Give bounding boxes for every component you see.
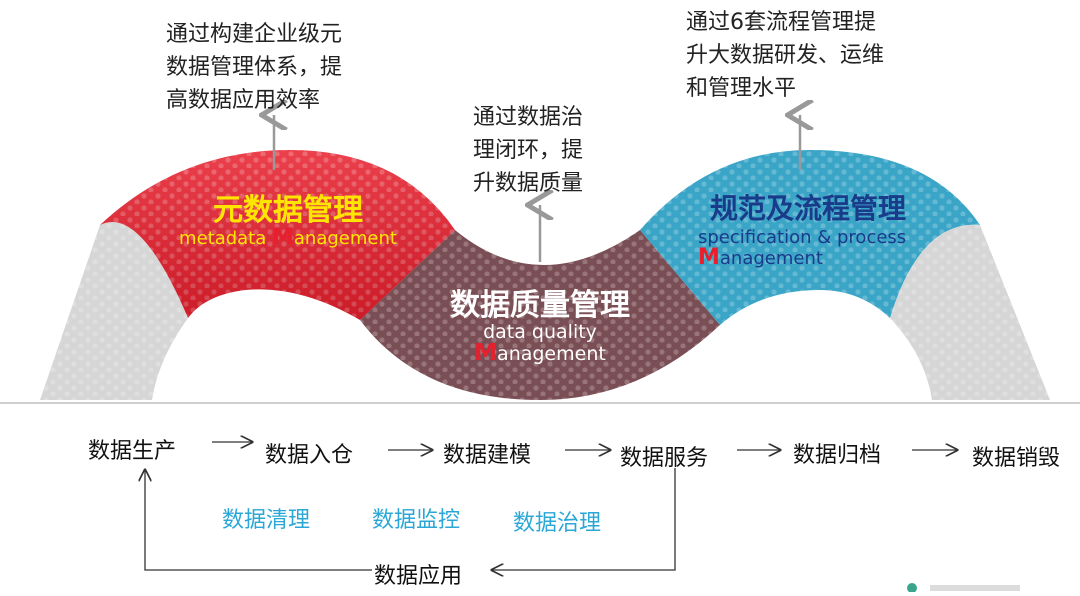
lifecycle-step-modeling: 数据建模 bbox=[443, 443, 532, 468]
lifecycle-step-archiving: 数据归档 bbox=[793, 443, 882, 468]
process-subtitle-line1: specification & process bbox=[698, 227, 906, 248]
metadata-title: 元数据管理 bbox=[213, 193, 363, 228]
activity-governance: 数据治理 bbox=[513, 511, 602, 536]
quality-accent-m: M bbox=[474, 340, 497, 366]
lifecycle-step-production: 数据生产 bbox=[88, 439, 177, 464]
activity-monitoring: 数据监控 bbox=[372, 508, 461, 533]
quality-subtitle-line2: Management bbox=[474, 340, 606, 366]
lifecycle-step-warehousing: 数据入仓 bbox=[265, 443, 354, 468]
metadata-subtitle: metadata Management bbox=[179, 225, 397, 250]
watermark-logo bbox=[907, 583, 1020, 593]
feedback-loop-left bbox=[145, 470, 372, 571]
quality-title: 数据质量管理 bbox=[450, 288, 630, 323]
process-note: 通过6套流程管理提 升大数据研发、运维 和管理水平 bbox=[686, 10, 885, 101]
quality-subtitle-line1: data quality bbox=[483, 321, 597, 343]
feedback-label: 数据应用 bbox=[374, 564, 463, 589]
quality-note: 通过数据治 理闭环，提 升数据质量 bbox=[473, 105, 584, 196]
lifecycle-step-destruction: 数据销毁 bbox=[972, 446, 1061, 471]
metadata-note: 通过构建企业级元 数据管理体系，提 高数据应用效率 bbox=[166, 22, 343, 113]
lifecycle-step-service: 数据服务 bbox=[620, 446, 709, 471]
feedback-loop-right bbox=[492, 468, 676, 570]
process-title: 规范及流程管理 bbox=[710, 192, 906, 225]
activity-cleaning: 数据清理 bbox=[222, 508, 311, 533]
process-subtitle-line2: Management bbox=[698, 245, 823, 270]
process-accent-m: M bbox=[698, 245, 720, 270]
metadata-accent-m: M bbox=[272, 225, 294, 250]
